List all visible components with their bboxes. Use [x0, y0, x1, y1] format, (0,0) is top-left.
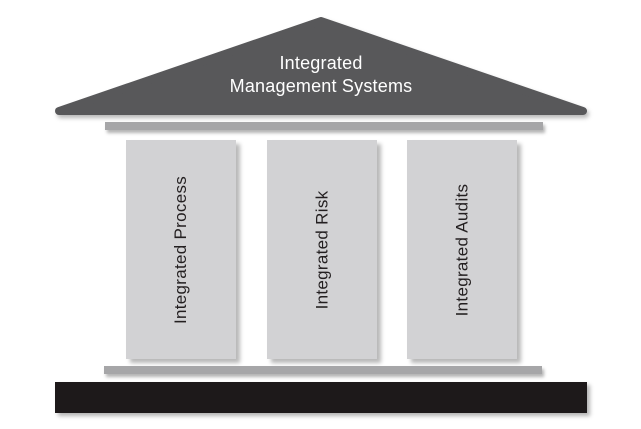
pillar-label: Integrated Risk: [312, 190, 331, 309]
roof-title: Integrated Management Systems: [229, 53, 413, 96]
entablature-bar: [105, 122, 543, 130]
foundation-base: [55, 382, 587, 413]
pillar-label: Integrated Audits: [452, 183, 472, 316]
pillar-integrated-risk: Integrated Risk: [267, 140, 377, 359]
pillar-integrated-process: Integrated Process: [126, 140, 236, 359]
stylobate-bar: [104, 366, 542, 374]
pillar-integrated-audits: Integrated Audits: [407, 140, 517, 359]
pillar-label: Integrated Process: [171, 175, 190, 324]
roof-triangle-shape: [55, 17, 587, 115]
